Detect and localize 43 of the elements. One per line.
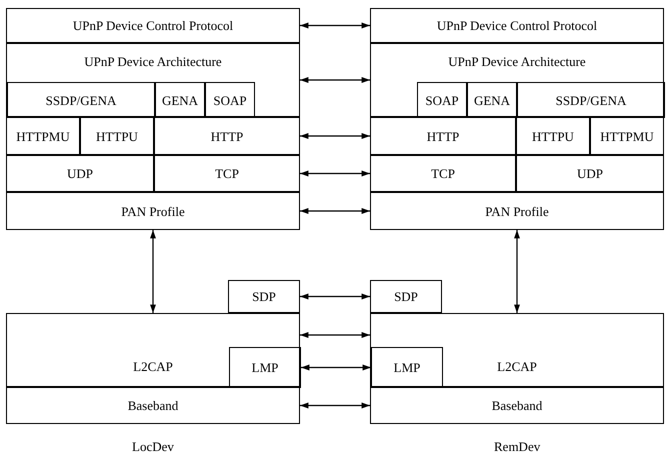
protocol-layer: SDP (370, 280, 442, 313)
protocol-layer: SOAP (417, 82, 467, 118)
protocol-layer: Baseband (370, 387, 664, 424)
double-arrow (300, 208, 370, 214)
double-arrow (300, 170, 370, 176)
double-arrow (300, 77, 370, 83)
protocol-layer: SSDP/GENA (7, 82, 155, 118)
protocol-layer: SSDP/GENA (517, 82, 665, 118)
double-arrow (300, 294, 370, 300)
protocol-layer: GENA (467, 82, 517, 118)
double-arrow (514, 230, 520, 313)
protocol-layer: L2CAP LMP (6, 313, 300, 387)
double-arrow (150, 230, 156, 313)
protocol-layer: TCP (154, 155, 300, 192)
protocol-layer: LMP L2CAP (370, 313, 664, 387)
protocol-layer: UPnP Device Architecture SSDP/GENA GENA SOAP (6, 43, 300, 117)
protocol-layer: LMP (371, 347, 443, 388)
protocol-layer: UPnP Device Control Protocol (6, 8, 300, 43)
protocol-layer: UDP (516, 155, 664, 192)
device-label: LocDev (132, 439, 174, 455)
protocol-layer: UPnP Device Architecture SOAP GENA SSDP/GENA (370, 43, 664, 117)
protocol-layer: GENA (155, 82, 205, 118)
protocol-layer: HTTPMU (6, 117, 80, 155)
protocol-layer: HTTP (154, 117, 300, 155)
protocol-layer: HTTP (370, 117, 516, 155)
double-arrow (300, 402, 370, 408)
protocol-layer: PAN Profile (370, 192, 664, 230)
protocol-layer: LMP (229, 347, 301, 388)
protocol-layer: SDP (228, 280, 300, 313)
protocol-layer: HTTPU (80, 117, 154, 155)
protocol-layer: TCP (370, 155, 516, 192)
double-arrow (300, 22, 370, 28)
device-label: RemDev (494, 439, 540, 455)
double-arrow (300, 133, 370, 139)
protocol-layer: UDP (6, 155, 154, 192)
double-arrow (301, 364, 371, 370)
protocol-layer: PAN Profile (6, 192, 300, 230)
protocol-layer: SOAP (205, 82, 255, 118)
protocol-layer: Baseband (6, 387, 300, 424)
protocol-layer: UPnP Device Control Protocol (370, 8, 664, 43)
protocol-layer: HTTPU (516, 117, 590, 155)
protocol-layer: HTTPMU (590, 117, 664, 155)
double-arrow (300, 332, 370, 338)
